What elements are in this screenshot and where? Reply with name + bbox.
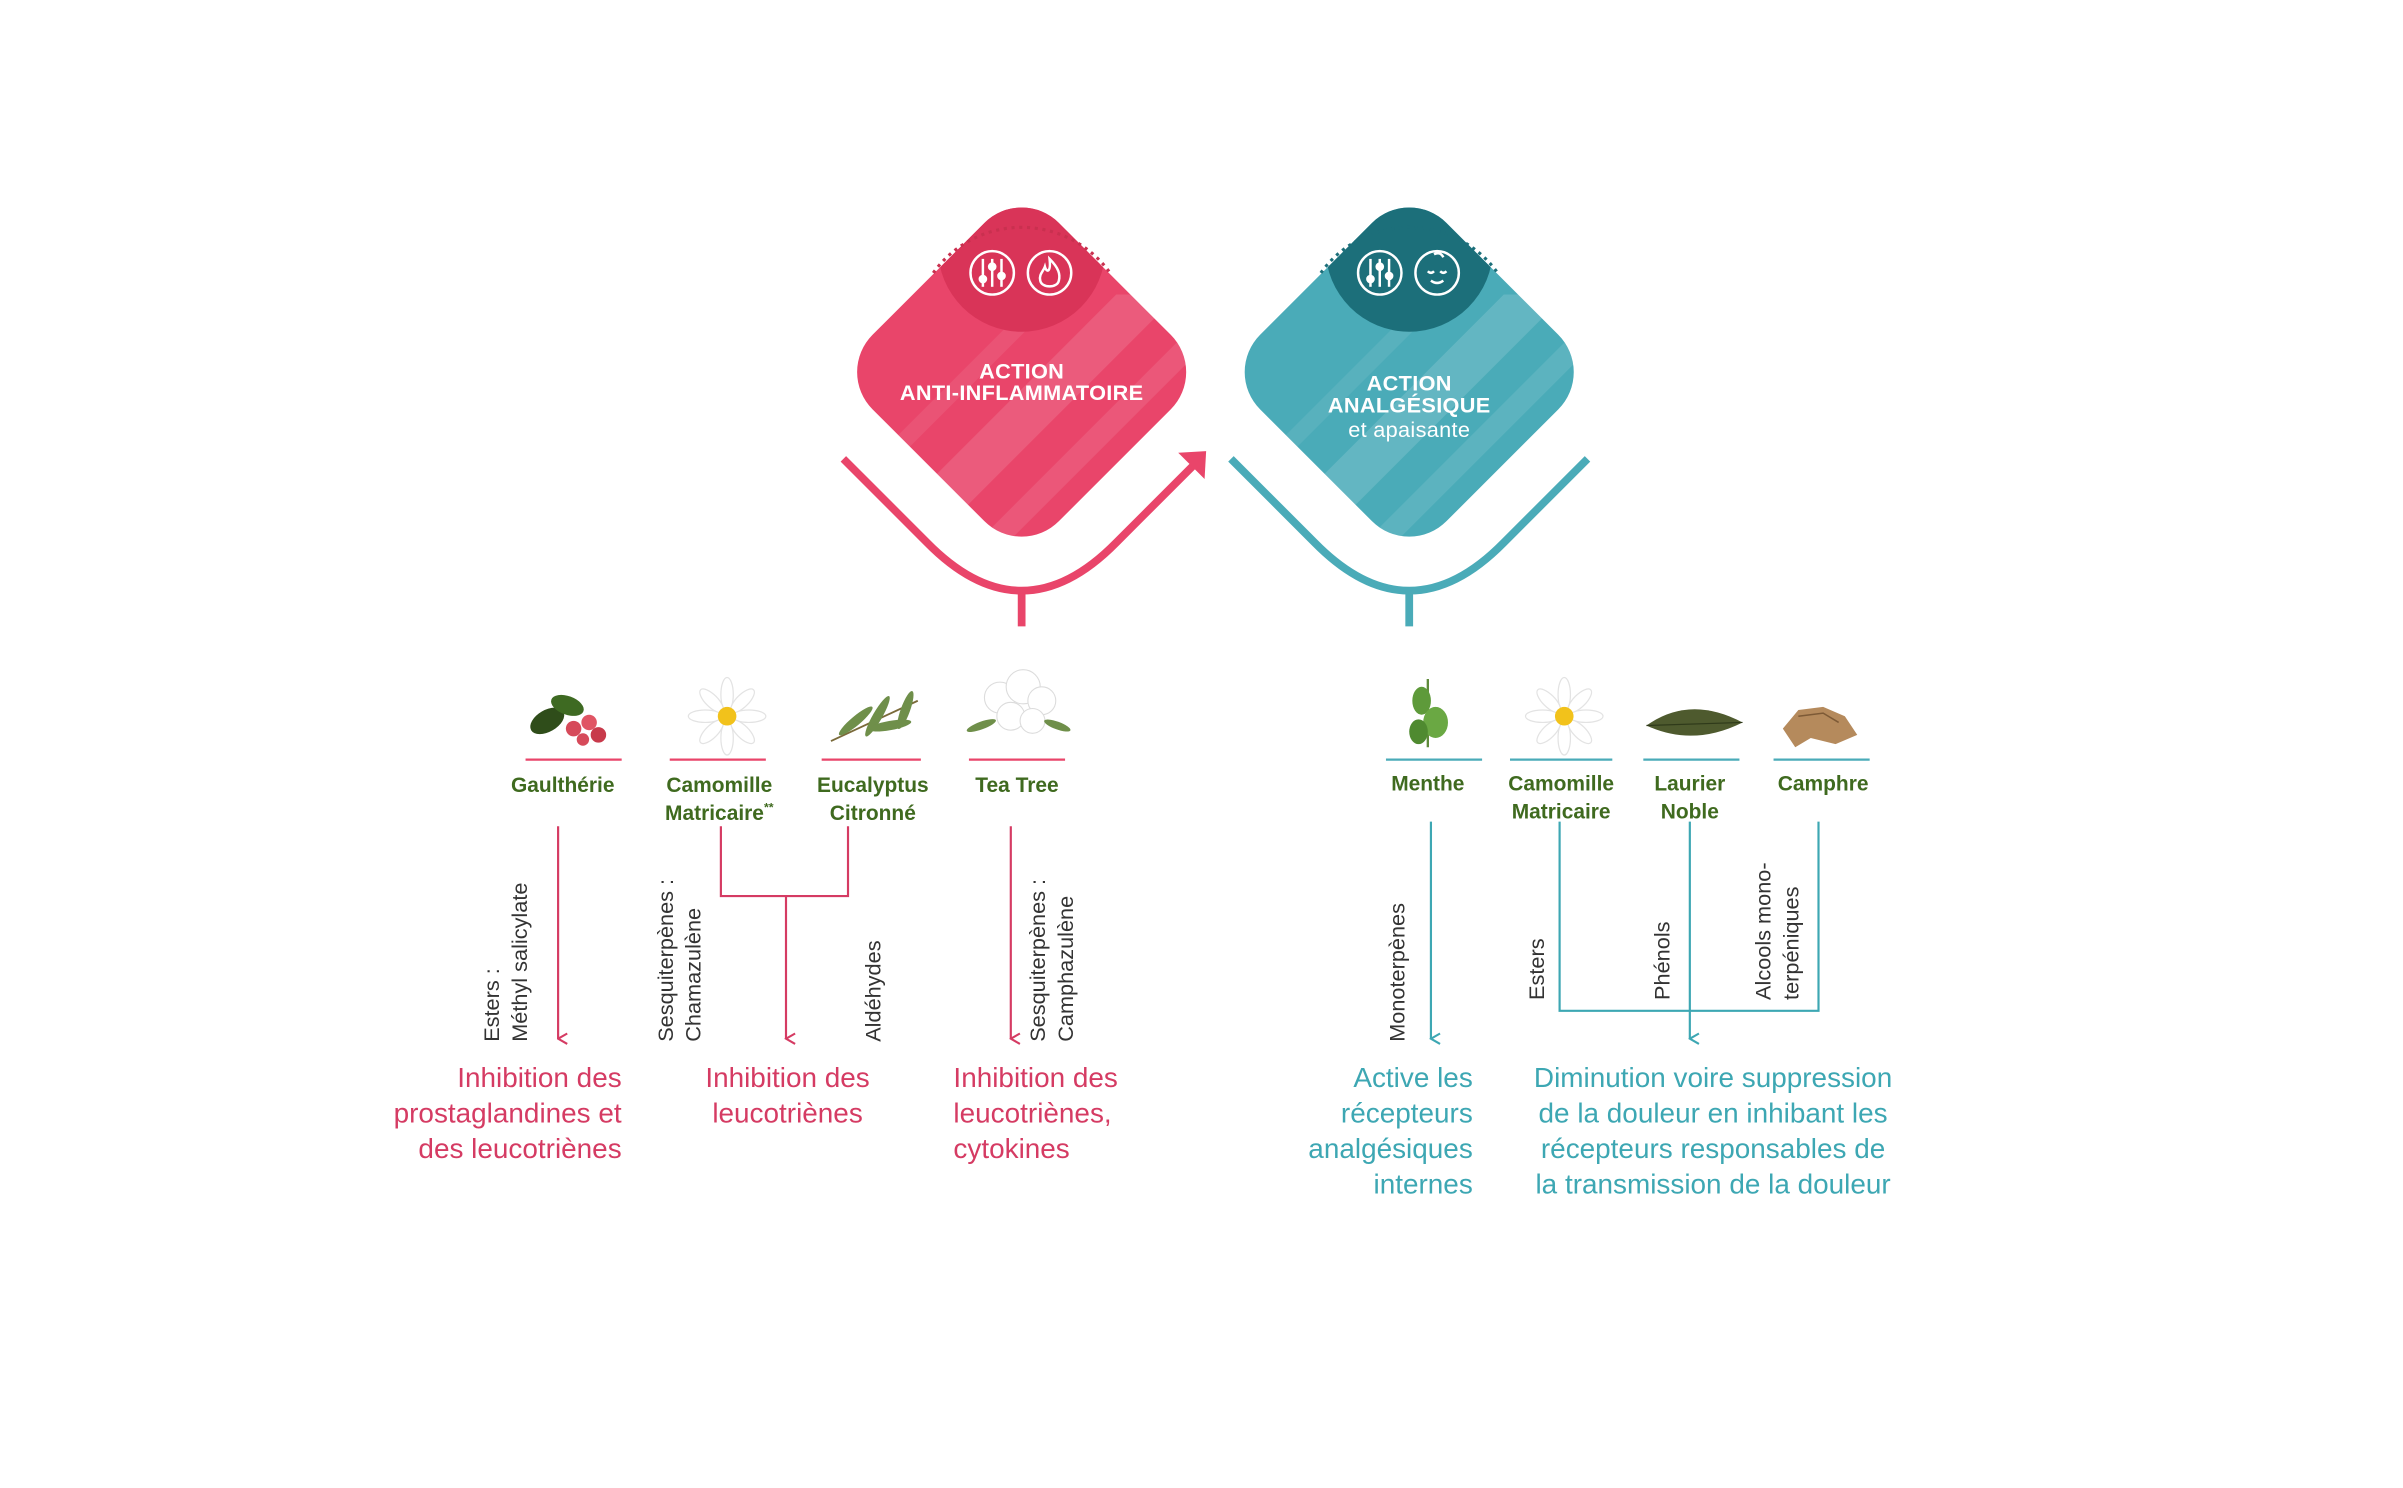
result-inhibition-prostaglandines: Inhibition des prostaglandines et des le… bbox=[310, 1060, 622, 1166]
compound-line2: Méthyl salicylate bbox=[506, 882, 531, 1042]
anti-inflammatory-connectors bbox=[558, 826, 1011, 1038]
compound-monoterpenes: Monoterpènes bbox=[1384, 903, 1410, 1042]
result-line: récepteurs bbox=[1340, 1097, 1473, 1129]
result-line: leucotriènes, bbox=[953, 1097, 1112, 1129]
result-inhibition-leucotrienes: Inhibition des leucotriènes bbox=[667, 1060, 909, 1131]
compound-sesquiterpenes-chamazulene: Sesquiterpènes : Chamazulène bbox=[653, 879, 707, 1042]
plant-name-line2: Matricaire bbox=[1511, 799, 1611, 823]
mint-image bbox=[1409, 679, 1448, 748]
plant-name-line2: Noble bbox=[1660, 799, 1719, 823]
compound-line1: Sesquiterpènes : bbox=[652, 878, 678, 1042]
analgesic-badge bbox=[1224, 185, 1596, 627]
plant-menthe: Menthe bbox=[1391, 772, 1465, 796]
compound-line2: Chamazulène bbox=[679, 907, 705, 1042]
plant-gaultherie: Gaulthérie bbox=[510, 773, 615, 797]
plant-laurier-noble: Laurier Noble bbox=[1628, 770, 1752, 824]
compound-esters: Esters bbox=[1523, 938, 1549, 1000]
footnote-mark: ** bbox=[763, 800, 774, 814]
analgesic-label: ACTION ANALGÉSIQUE et apaisante bbox=[1254, 372, 1564, 440]
plant-camomille-matricaire: Camomille Matricaire** bbox=[648, 772, 791, 826]
sliders-icon bbox=[969, 249, 1016, 296]
analgesic-connectors bbox=[1431, 821, 1820, 1039]
action-label-line2: ANTI-INFLAMMATOIRE bbox=[899, 379, 1144, 405]
result-line: Inhibition des bbox=[457, 1061, 622, 1093]
action-label-line1: ACTION bbox=[1366, 370, 1452, 396]
compound-sesquiterpenes-camphazulene: Sesquiterpènes : Camphazulène bbox=[1025, 879, 1079, 1042]
result-line: Diminution voire suppression bbox=[1533, 1061, 1893, 1093]
camphor-image bbox=[1782, 706, 1858, 748]
action-label-line2: ANALGÉSIQUE bbox=[1327, 392, 1491, 418]
compound-line2: terpéniques bbox=[1777, 886, 1803, 1000]
result-line: récepteurs responsables de bbox=[1540, 1132, 1886, 1164]
result-inhibition-cytokines: Inhibition des leucotriènes, cytokines bbox=[953, 1060, 1201, 1166]
result-diminution-douleur: Diminution voire suppression de la doule… bbox=[1494, 1060, 1931, 1202]
compound-phenols: Phénols bbox=[1649, 921, 1675, 1000]
plant-name-line1: Camomille bbox=[1508, 772, 1615, 796]
result-line: internes bbox=[1373, 1168, 1473, 1200]
compound-line1: Alcools mono- bbox=[1750, 862, 1776, 1000]
compound-line1: Sesquiterpènes : bbox=[1024, 878, 1050, 1042]
anti-inflammatory-label: ACTION ANTI-INFLAMMATOIRE bbox=[867, 360, 1177, 403]
result-line: de la douleur en inhibant les bbox=[1538, 1097, 1888, 1129]
plant-name-line1: Laurier bbox=[1654, 772, 1726, 796]
plant-name-line1: Eucalyptus bbox=[816, 773, 929, 797]
result-line: cytokines bbox=[953, 1132, 1070, 1164]
plant-camphre: Camphre bbox=[1777, 772, 1869, 796]
compound-esters-methyl-salicylate: Esters : Méthyl salicylate bbox=[479, 883, 533, 1042]
eucalyptus-image bbox=[830, 691, 919, 742]
baby-face-icon bbox=[1414, 249, 1461, 296]
action-label-line3: et apaisante bbox=[1348, 417, 1471, 442]
chamomile-image bbox=[1524, 676, 1604, 756]
compound-line2: Camphazulène bbox=[1051, 895, 1077, 1042]
plant-name-line2: Matricaire bbox=[665, 800, 764, 825]
chamomile-image bbox=[687, 676, 767, 756]
result-line: Inhibition des bbox=[705, 1061, 870, 1093]
plant-eucalyptus-citronne: Eucalyptus Citronné bbox=[803, 772, 943, 826]
flame-icon bbox=[1026, 249, 1073, 296]
compound-alcools-monoterpeniques: Alcools mono- terpéniques bbox=[1750, 862, 1804, 1000]
action-label-line1: ACTION bbox=[979, 358, 1065, 383]
bay-leaf-image bbox=[1646, 709, 1743, 736]
compound-aldehydes: Aldéhydes bbox=[860, 940, 886, 1042]
gaultherie-image bbox=[530, 694, 607, 746]
plant-tea-tree: Tea Tree bbox=[975, 773, 1059, 797]
result-line: leucotriènes bbox=[712, 1097, 863, 1129]
result-line: Active les bbox=[1353, 1061, 1473, 1093]
result-active-recepteurs: Active les récepteurs analgésiques inter… bbox=[1225, 1060, 1473, 1202]
result-line: analgésiques bbox=[1308, 1132, 1473, 1164]
result-line: prostaglandines et bbox=[393, 1097, 622, 1129]
plant-name-line1: Camomille bbox=[666, 773, 773, 797]
plant-camomille-matricaire: Camomille Matricaire bbox=[1491, 770, 1631, 824]
compound-line1: Esters : bbox=[479, 968, 504, 1042]
result-line: Inhibition des bbox=[953, 1061, 1118, 1093]
plant-name-line2: Citronné bbox=[829, 800, 916, 825]
result-line: la transmission de la douleur bbox=[1535, 1168, 1891, 1200]
sliders-icon bbox=[1356, 249, 1403, 296]
tea-tree-image bbox=[966, 669, 1071, 734]
result-line: des leucotriènes bbox=[418, 1132, 622, 1164]
